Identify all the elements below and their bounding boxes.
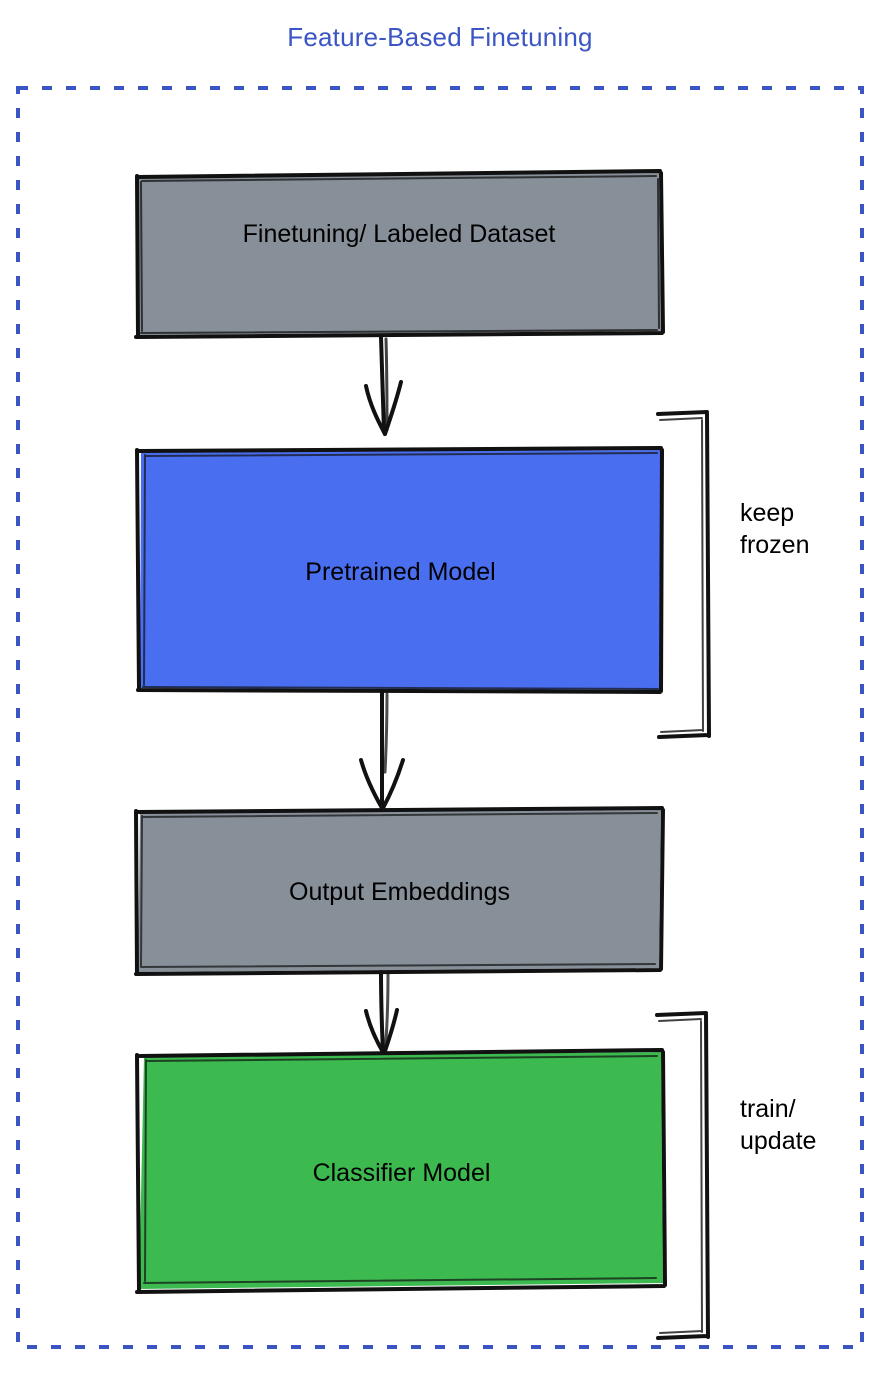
node-classifier-shape <box>139 1052 663 1289</box>
node-dataset[interactable] <box>134 169 665 339</box>
node-dataset-label: Finetuning/ Labeled Dataset <box>242 220 556 248</box>
node-pretrained-outline <box>135 446 664 694</box>
node-classifier-label: Classifier Model <box>312 1159 491 1187</box>
bracket-train-update <box>655 1011 710 1340</box>
node-embeddings-outline-sketch <box>140 812 658 968</box>
node-pretrained-shape <box>140 450 661 690</box>
node-embeddings-shape <box>138 810 661 972</box>
node-pretrained-outline-sketch <box>142 452 659 690</box>
dashed-region-border <box>16 86 864 1349</box>
node-dataset-outline <box>134 169 665 339</box>
node-dataset-outline-sketch <box>140 175 660 334</box>
node-classifier-outline-sketch <box>143 1055 658 1284</box>
node-classifier-outline <box>135 1048 667 1294</box>
node-embeddings-label: Output Embeddings <box>289 878 510 906</box>
page-title: Feature-Based Finetuning <box>287 22 593 52</box>
node-embeddings[interactable] <box>134 806 665 976</box>
edge-embeddings-to-classifier <box>364 970 399 1056</box>
node-classifier[interactable] <box>135 1048 667 1294</box>
node-embeddings-outline <box>134 806 665 976</box>
bracket-keep-frozen <box>656 410 711 739</box>
edge-dataset-to-pretrained <box>364 335 403 436</box>
node-pretrained[interactable] <box>135 446 664 694</box>
annotation-keep-frozen: keep frozen <box>740 499 810 559</box>
node-dataset-shape <box>137 172 661 335</box>
node-pretrained-label: Pretrained Model <box>305 558 496 586</box>
edge-pretrained-to-embeddings <box>359 690 405 810</box>
annotation-train-update: train/ update <box>740 1095 817 1155</box>
